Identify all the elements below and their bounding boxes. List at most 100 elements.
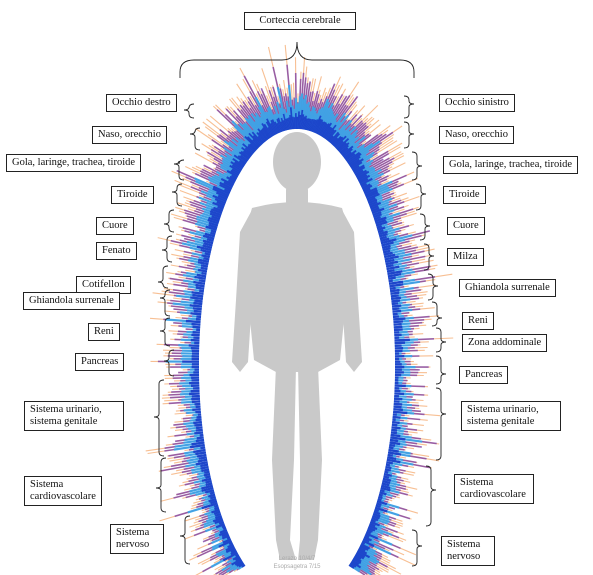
silhouette-head	[273, 132, 321, 192]
aura-ray	[201, 469, 209, 471]
bracket-right-2	[412, 152, 422, 180]
aura-ray	[387, 270, 394, 271]
label-right-nervous: Sistema nervoso	[441, 536, 495, 566]
bracket-right-12	[412, 530, 422, 566]
aura-ray	[192, 409, 200, 410]
aura-ray	[195, 452, 206, 454]
aura-ray	[214, 506, 218, 507]
aura-ray	[192, 292, 204, 294]
aura-ray	[388, 455, 393, 456]
aura-ray	[214, 508, 219, 509]
label-left-throat: Gola, laringe, trachea, tiroide	[6, 154, 141, 172]
label-cerebral-cortex: Corteccia cerebrale	[244, 12, 356, 30]
aura-ray	[388, 278, 396, 279]
aura-ray	[206, 481, 212, 482]
bracket-left-12	[180, 516, 190, 564]
aura-ray	[390, 290, 399, 291]
aura-ray	[210, 492, 215, 493]
aura-ray	[210, 497, 215, 499]
aura-ray	[391, 301, 400, 302]
bracket-left-0	[184, 104, 194, 118]
aura-ray	[202, 273, 207, 274]
aura-ray	[193, 282, 205, 284]
aura-ray	[394, 324, 402, 325]
bracket-right-7	[432, 302, 442, 326]
aura-ray	[390, 440, 398, 441]
aura-ray	[380, 490, 384, 491]
aura-ray	[386, 462, 393, 463]
label-left-heart: Cuore	[96, 217, 134, 235]
aura-ray	[384, 472, 388, 473]
aura-ray	[204, 474, 210, 475]
aura-ray	[374, 510, 378, 511]
bracket-right-8	[436, 328, 446, 352]
aura-ray	[394, 393, 404, 394]
aura-ray	[194, 301, 202, 302]
aura-ray	[385, 467, 391, 468]
aura-ray	[201, 447, 206, 448]
aura-ray	[386, 265, 393, 266]
aura-ray	[202, 255, 210, 257]
bracket-cortex	[180, 42, 414, 78]
aura-ray	[186, 321, 201, 322]
aura-ray	[222, 526, 225, 527]
label-right-thyroid: Tiroide	[443, 186, 486, 204]
label-left-nervous: Sistema nervoso	[110, 524, 164, 554]
aura-ray	[196, 285, 205, 286]
label-right-spleen: Milza	[447, 248, 484, 266]
aura-ray	[201, 467, 209, 469]
aura-ray	[191, 399, 200, 400]
label-left-nose-ear: Naso, orecchio	[92, 126, 167, 144]
aura-ray	[391, 430, 397, 431]
aura-ray	[383, 251, 390, 253]
aura-ray	[200, 465, 208, 467]
aura-ray	[197, 455, 207, 457]
aura-ray	[193, 303, 202, 304]
label-right-abdominal: Zona addominale	[462, 334, 547, 352]
aura-ray	[393, 417, 401, 418]
aura-ray	[378, 497, 382, 498]
label-right-kidneys: Reni	[462, 312, 494, 330]
aura-ray	[197, 437, 204, 438]
aura-ray	[376, 506, 381, 508]
aura-ray	[391, 432, 397, 433]
aura-ray	[390, 443, 401, 445]
label-right-urinary: Sistema urinario, sistema genitale	[461, 401, 561, 431]
aura-ray	[191, 313, 202, 314]
aura-ray	[377, 226, 382, 228]
label-right-pancreas: Pancreas	[459, 366, 508, 384]
aura-ray	[211, 231, 216, 232]
bracket-left-3	[172, 184, 182, 206]
aura-ray	[393, 321, 403, 322]
label-left-eye: Occhio destro	[106, 94, 177, 112]
label-left-pancreas: Pancreas	[75, 353, 124, 371]
aura-ray	[392, 306, 401, 307]
bracket-right-10	[436, 388, 446, 460]
aura-ray	[192, 401, 200, 402]
aura-ray	[389, 281, 393, 282]
aura-ray	[205, 254, 211, 255]
aura-ray	[393, 412, 407, 413]
aura-ray	[376, 503, 381, 505]
silhouette-torso	[244, 202, 350, 372]
label-right-eye: Occhio sinistro	[439, 94, 515, 112]
aura-ray	[391, 298, 401, 299]
aura-ray	[204, 258, 210, 259]
aura-ray	[199, 280, 205, 281]
aura-ray	[199, 291, 204, 292]
aura-ray	[198, 270, 207, 272]
aura-ray	[394, 404, 403, 405]
aura-ray	[199, 457, 207, 458]
aura-ray	[379, 495, 383, 496]
aura-ray	[393, 319, 405, 320]
aura-ray	[201, 268, 208, 269]
aura-ray	[195, 404, 201, 405]
footer-line-1: Lerazo 10/4/7	[262, 556, 332, 563]
label-right-heart: Cuore	[447, 217, 485, 235]
bracket-left-5	[162, 236, 172, 262]
aura-ray	[394, 329, 403, 330]
bracket-right-9	[436, 356, 446, 384]
aura-ray	[193, 327, 201, 328]
aura-ray	[386, 465, 390, 466]
